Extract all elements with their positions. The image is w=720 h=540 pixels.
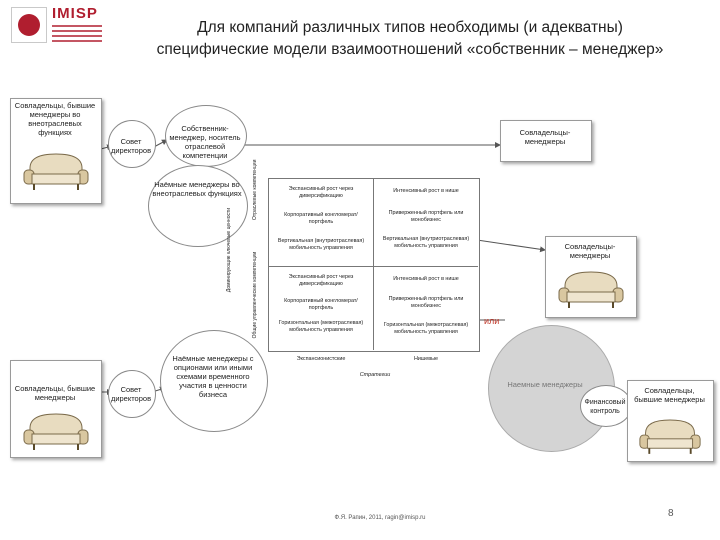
owners-former-managers-label-bottom: Совладельцы, бывшие менеджеры	[14, 384, 96, 402]
axis-x-left-label: Экспансионистские	[296, 356, 346, 362]
title-line-1: Для компаний различных типов необходимы …	[197, 19, 623, 36]
owner-manager-circle	[165, 105, 247, 167]
slide-title: Для компаний различных типов необходимы …	[110, 17, 710, 61]
logo-tagline	[52, 22, 102, 45]
matrix-br-3: Горизонтальная (межотраслевая) мобильнос…	[383, 322, 469, 335]
or-label: или	[484, 316, 500, 326]
hired-managers-big-label: Наемные менеджеры	[507, 380, 583, 389]
axis-main-label: Доминирующие ключевые ценности	[226, 207, 232, 293]
matrix-bl-1: Экспансивный рост через диверсификацию	[288, 274, 354, 287]
sofa-icon	[558, 271, 624, 308]
hired-managers-options-circle	[160, 330, 268, 432]
financial-control-circle	[580, 385, 632, 427]
owner-managers-label-middle: Совладельцы-менеджеры	[564, 242, 616, 260]
matrix-br-2: Приверженный портфель или монобизнес	[388, 296, 464, 309]
owners-former-managers-card	[10, 98, 102, 204]
axis-x-right-label: Нишевые	[414, 356, 438, 362]
sofa-icon	[23, 413, 89, 450]
owner-manager-label: Собственник-менеджер, носитель отраслево…	[169, 124, 241, 160]
sofa-icon	[23, 153, 89, 190]
matrix-tr-1: Интенсивный рост в нише	[393, 188, 459, 194]
page-number: 8	[668, 508, 674, 519]
title-line-2: специфические модели взаимоотношений «со…	[156, 41, 664, 58]
axis-x-title: Стратегии	[359, 372, 391, 378]
matrix-br-1: Интенсивный рост в нише	[393, 276, 459, 282]
axis-upper-label: Отраслевые компетенции	[252, 159, 258, 220]
hired-managers-circle	[148, 165, 248, 247]
matrix-tl-2: Корпоративный конгломерат/портфель	[284, 212, 358, 225]
matrix-bl-2: Корпоративный конгломерат/портфель	[284, 298, 358, 311]
footer-author: Ф.Я. Рапин, 2011, ragin@imisp.ru	[334, 515, 426, 521]
matrix-divider-horizontal	[268, 266, 478, 267]
logo-name: IMISP	[52, 5, 98, 22]
hired-managers-label: Наёмные менеджеры во внеотраслевых функц…	[152, 180, 242, 198]
matrix-bl-3: Горизонтальная (межотраслевая) мобильнос…	[278, 320, 364, 333]
axis-lower-label: Общие управленческие компетенции	[252, 251, 258, 339]
sofa-icon	[639, 419, 701, 454]
hired-managers-options-label: Наёмные менеджеры с опционами или иными …	[172, 354, 254, 399]
matrix-tr-2: Приверженный портфель или монобизнес	[388, 210, 464, 223]
logo-mark	[11, 7, 47, 43]
matrix-tr-3: Вертикальная (внутриотраслевая) мобильно…	[382, 236, 470, 249]
owner-managers-label-top: Совладельцы-менеджеры	[519, 128, 571, 146]
matrix-divider-vertical	[373, 178, 374, 350]
owners-former-managers-label: Совладельцы, бывшие менеджеры во внеотра…	[14, 101, 96, 137]
board-label-bottom: Совет директоров	[110, 385, 152, 403]
matrix-tl-1: Экспансивный рост через диверсификацию	[288, 186, 354, 199]
owner-managers-card-top	[500, 120, 592, 162]
matrix-tl-3: Вертикальная (внутриотраслевая) мобильно…	[277, 238, 365, 251]
owners-former-managers-label-right: Совладельцы, бывшие менеджеры	[634, 386, 705, 404]
financial-control-label: Финансовый контроль	[584, 399, 626, 415]
board-circle-bottom	[108, 370, 156, 418]
board-circle-top	[108, 120, 156, 168]
board-label-top: Совет директоров	[110, 137, 152, 155]
strategy-matrix	[268, 178, 480, 352]
